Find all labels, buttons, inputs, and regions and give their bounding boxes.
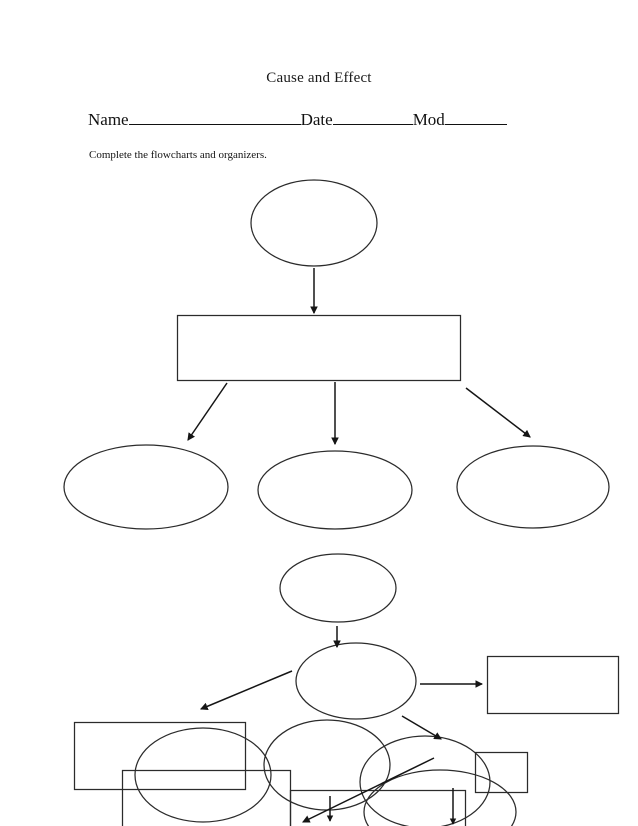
event-rectangle[interactable] [176, 314, 462, 382]
name-input-rule[interactable] [128, 110, 301, 125]
effect-ellipse-right[interactable] [456, 445, 610, 529]
second-effect-rectangle[interactable] [486, 655, 620, 715]
second-cause-ellipse[interactable] [279, 553, 397, 623]
arrow-second-to-right [401, 715, 442, 740]
second-center-ellipse[interactable] [295, 642, 417, 720]
date-input-rule[interactable] [332, 110, 413, 125]
instruction-text: Complete the flowcharts and organizers. [89, 149, 267, 161]
arrow-event-to-effect-right [465, 387, 531, 438]
date-label: Date [300, 110, 333, 129]
page-title: Cause and Effect [266, 70, 372, 86]
effect-ellipse-left[interactable] [63, 444, 229, 530]
mod-label: Mod [412, 110, 445, 129]
arrow-event-to-effect-left [187, 382, 228, 441]
lower-ellipse-right[interactable] [359, 735, 491, 826]
mod-input-rule[interactable] [444, 110, 507, 125]
cause-ellipse[interactable] [250, 179, 378, 267]
lower-ellipse-left[interactable] [134, 727, 272, 823]
lower-rectangle-right[interactable] [474, 751, 529, 794]
lower-rectangle-center[interactable] [289, 789, 467, 826]
lower-rectangle-far-left[interactable] [73, 721, 247, 791]
lower-rectangle-left[interactable] [121, 769, 292, 826]
name-label: Name [88, 110, 129, 129]
lower-ellipse-overlap[interactable] [363, 769, 517, 826]
arrow-lower-diagonal [302, 757, 435, 823]
name-date-mod-line: Name Date Mod [88, 110, 518, 130]
lower-ellipse-center[interactable] [263, 719, 391, 811]
effect-ellipse-center[interactable] [257, 450, 413, 530]
arrow-second-to-left [199, 670, 293, 711]
